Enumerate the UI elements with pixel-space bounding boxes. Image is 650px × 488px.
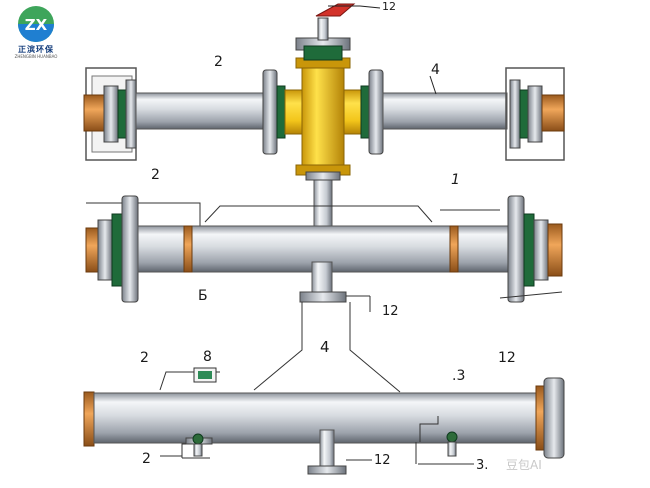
- valve-handle: [315, 3, 356, 17]
- label-low-8: 8: [203, 349, 212, 365]
- logo-tagline: ZHENGBIN HUANBAO: [14, 54, 58, 59]
- middle-right-flange: [507, 195, 525, 303]
- label-low-4: 4: [320, 338, 330, 356]
- label-bot-3: 3.: [476, 458, 489, 473]
- top-left-equipment: [83, 67, 137, 161]
- label-top-2: 2: [214, 54, 223, 70]
- center-support: [307, 429, 372, 475]
- left-support: [181, 433, 213, 459]
- label-bot-12: 12: [374, 453, 391, 468]
- label-bot-2: 2: [142, 451, 151, 467]
- yellow-cross-fitting: [284, 57, 362, 176]
- top-left-pipe: [135, 92, 267, 130]
- label-top-4: 4: [431, 62, 440, 78]
- riser-pipe-upper: [313, 174, 333, 228]
- label-mid-1: 1: [451, 172, 460, 188]
- label-low-12-right: 12: [498, 350, 516, 366]
- label-low-3: .3: [452, 368, 466, 384]
- gauge-box: [193, 367, 217, 383]
- label-mid-2: 2: [151, 167, 160, 183]
- middle-left-flange: [121, 195, 139, 303]
- right-support: [415, 416, 474, 465]
- label-mid-12: 12: [382, 304, 399, 319]
- company-logo: ZX: [18, 6, 54, 42]
- top-valve: [295, 3, 356, 61]
- label-mid-b: Б: [198, 288, 208, 304]
- top-right-pipe: [382, 92, 508, 130]
- watermark: 豆包AI: [506, 458, 542, 472]
- top-right-flange: [368, 69, 384, 155]
- top-right-equipment: [505, 67, 565, 161]
- bottom-right-flange: [543, 377, 565, 459]
- bottom-main-pipe: [93, 392, 541, 444]
- top-pipe-assembly: [83, 3, 565, 176]
- label-top-12: 12: [382, 0, 396, 13]
- logo-name: 正滨环保: [18, 44, 54, 54]
- middle-pipe-assembly: [85, 195, 563, 312]
- label-low-2: 2: [140, 350, 149, 366]
- bottom-pipe-assembly: [83, 367, 565, 475]
- top-left-flange: [262, 69, 278, 155]
- svg-text:ZX: ZX: [25, 16, 48, 34]
